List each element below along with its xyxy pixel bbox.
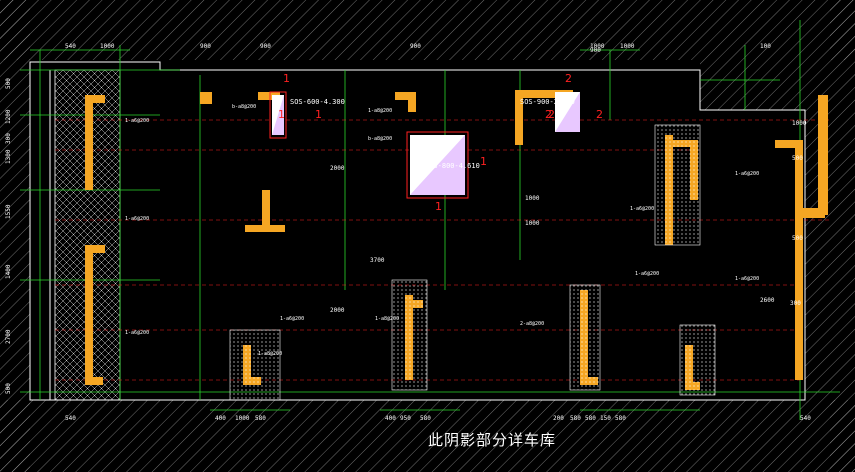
wall-segment [245, 225, 285, 232]
dimension-top: 1000 [620, 43, 635, 50]
rebar-note: 1-a6@200 [125, 216, 149, 222]
dimension-inner: 3700 [370, 257, 385, 264]
dimension-top: 900 [410, 43, 421, 50]
dimension-top: 900 [200, 43, 211, 50]
wall-segment [85, 245, 93, 385]
section-tag: 1 [480, 155, 487, 168]
dimension-bottom: 540 [65, 415, 76, 422]
wall-segment [85, 95, 93, 190]
dimension-top: 1000 [100, 43, 115, 50]
dimension-bottom: 200 [553, 415, 564, 422]
dimension-top: 900 [260, 43, 271, 50]
dimension-bottom: 540 [800, 415, 811, 422]
dimension-bottom: 580 [420, 415, 431, 422]
wall-segment [408, 92, 416, 112]
rebar-note: 1-a6@200 [630, 206, 654, 212]
dimension-left: 2700 [5, 329, 12, 344]
wall-segment [93, 377, 103, 385]
wall-segment [93, 245, 105, 253]
wall-segment [262, 190, 270, 230]
rebar-note: b-a8@200 [368, 136, 392, 142]
dimension-inner: 1000 [525, 220, 540, 227]
opening-label-3: SOS-800-4.610 [425, 162, 480, 170]
rebar-note: 1-a8@200 [375, 316, 399, 322]
dimension-left: 300 [5, 133, 12, 144]
section-tag: 1 [435, 200, 442, 213]
opening-label-2: SOS-900-2.800 [520, 98, 575, 106]
dimension-bottom: 950 [400, 415, 411, 422]
wall-segment [258, 92, 280, 100]
rebar-note: 2-a8@200 [520, 321, 544, 327]
rebar-note: 1-a8@200 [368, 108, 392, 114]
section-tag: 2 [596, 108, 603, 121]
section-tag: 2 [548, 108, 555, 121]
opening-labels: SOS-600-4.300 SOS-900-2.800 SOS-800-4.61… [290, 98, 575, 170]
dimension-left: 500 [5, 383, 12, 394]
dimension-inner: 900 [590, 47, 601, 54]
rebar-note: 1-a6@200 [125, 330, 149, 336]
rebar-note: 1-a6@200 [735, 276, 759, 282]
rebar-note: b-a8@200 [232, 104, 256, 110]
dimension-inner: 2000 [330, 165, 345, 172]
dimension-inner: 1000 [525, 195, 540, 202]
dimension-bottom: 150 [600, 415, 611, 422]
section-tag: 1 [315, 108, 322, 121]
openings [269, 91, 580, 199]
wall-segment [800, 208, 825, 218]
dimension-inner: 2000 [330, 307, 345, 314]
wall-segment [818, 95, 828, 215]
wall-segment [395, 92, 415, 100]
dimension-left: 1300 [5, 149, 12, 164]
dimension-right: 300 [790, 300, 801, 307]
dimension-right: 500 [792, 235, 803, 242]
dimension-bottom: 580 [615, 415, 626, 422]
wall-segment [775, 140, 800, 148]
dimension-left: 1400 [5, 264, 12, 279]
dimension-inner: 2600 [760, 297, 775, 304]
dimension-top: 1000 [590, 43, 605, 50]
dimension-bottom: 400 [215, 415, 226, 422]
dimension-right: 500 [792, 155, 803, 162]
section-tag: 1 [283, 72, 290, 85]
wall-segment [795, 140, 803, 380]
opening-3[interactable] [555, 92, 580, 132]
rebar-note: 1-a6@200 [735, 171, 759, 177]
dimension-left: 500 [5, 78, 12, 89]
section-tag: 1 [278, 108, 285, 121]
column-zones [229, 124, 716, 401]
building-outline [29, 61, 806, 401]
wall-segment [515, 90, 565, 98]
wall-segment [93, 95, 105, 103]
axis-lines [55, 119, 830, 381]
rebar-note: 1-a6@200 [280, 316, 304, 322]
dimension-right: 1000 [792, 120, 807, 127]
wall-segment [515, 90, 523, 145]
rebar-note: 1-a6@200 [635, 271, 659, 277]
dimension-bottom: 580 [585, 415, 596, 422]
dimension-left: 1200 [5, 109, 12, 124]
dimension-left: 1550 [5, 204, 12, 219]
dimension-bottom: 580 [255, 415, 266, 422]
drawing-caption: 此阴影部分详车库 [428, 431, 556, 449]
dimension-bottom: 1000 [235, 415, 250, 422]
section-tag: 2 [545, 108, 552, 121]
rebar-notes: 1-a6@200 1-a6@200 1-a6@200 1-a8@200 b-a8@200… [125, 104, 759, 357]
dimension-bottom: 580 [570, 415, 581, 422]
section-tag: 2 [565, 72, 572, 85]
dimension-top: 540 [65, 43, 76, 50]
rebar-note: 1-a8@200 [258, 351, 282, 357]
opening-2[interactable] [406, 131, 469, 199]
rebar-note: 1-a6@200 [125, 118, 149, 124]
wall-segment [200, 92, 212, 104]
opening-label-1: SOS-600-4.300 [290, 98, 345, 106]
opening-1[interactable] [269, 91, 287, 139]
dimension-top: 100 [760, 43, 771, 50]
dimension-bottom: 400 [385, 415, 396, 422]
